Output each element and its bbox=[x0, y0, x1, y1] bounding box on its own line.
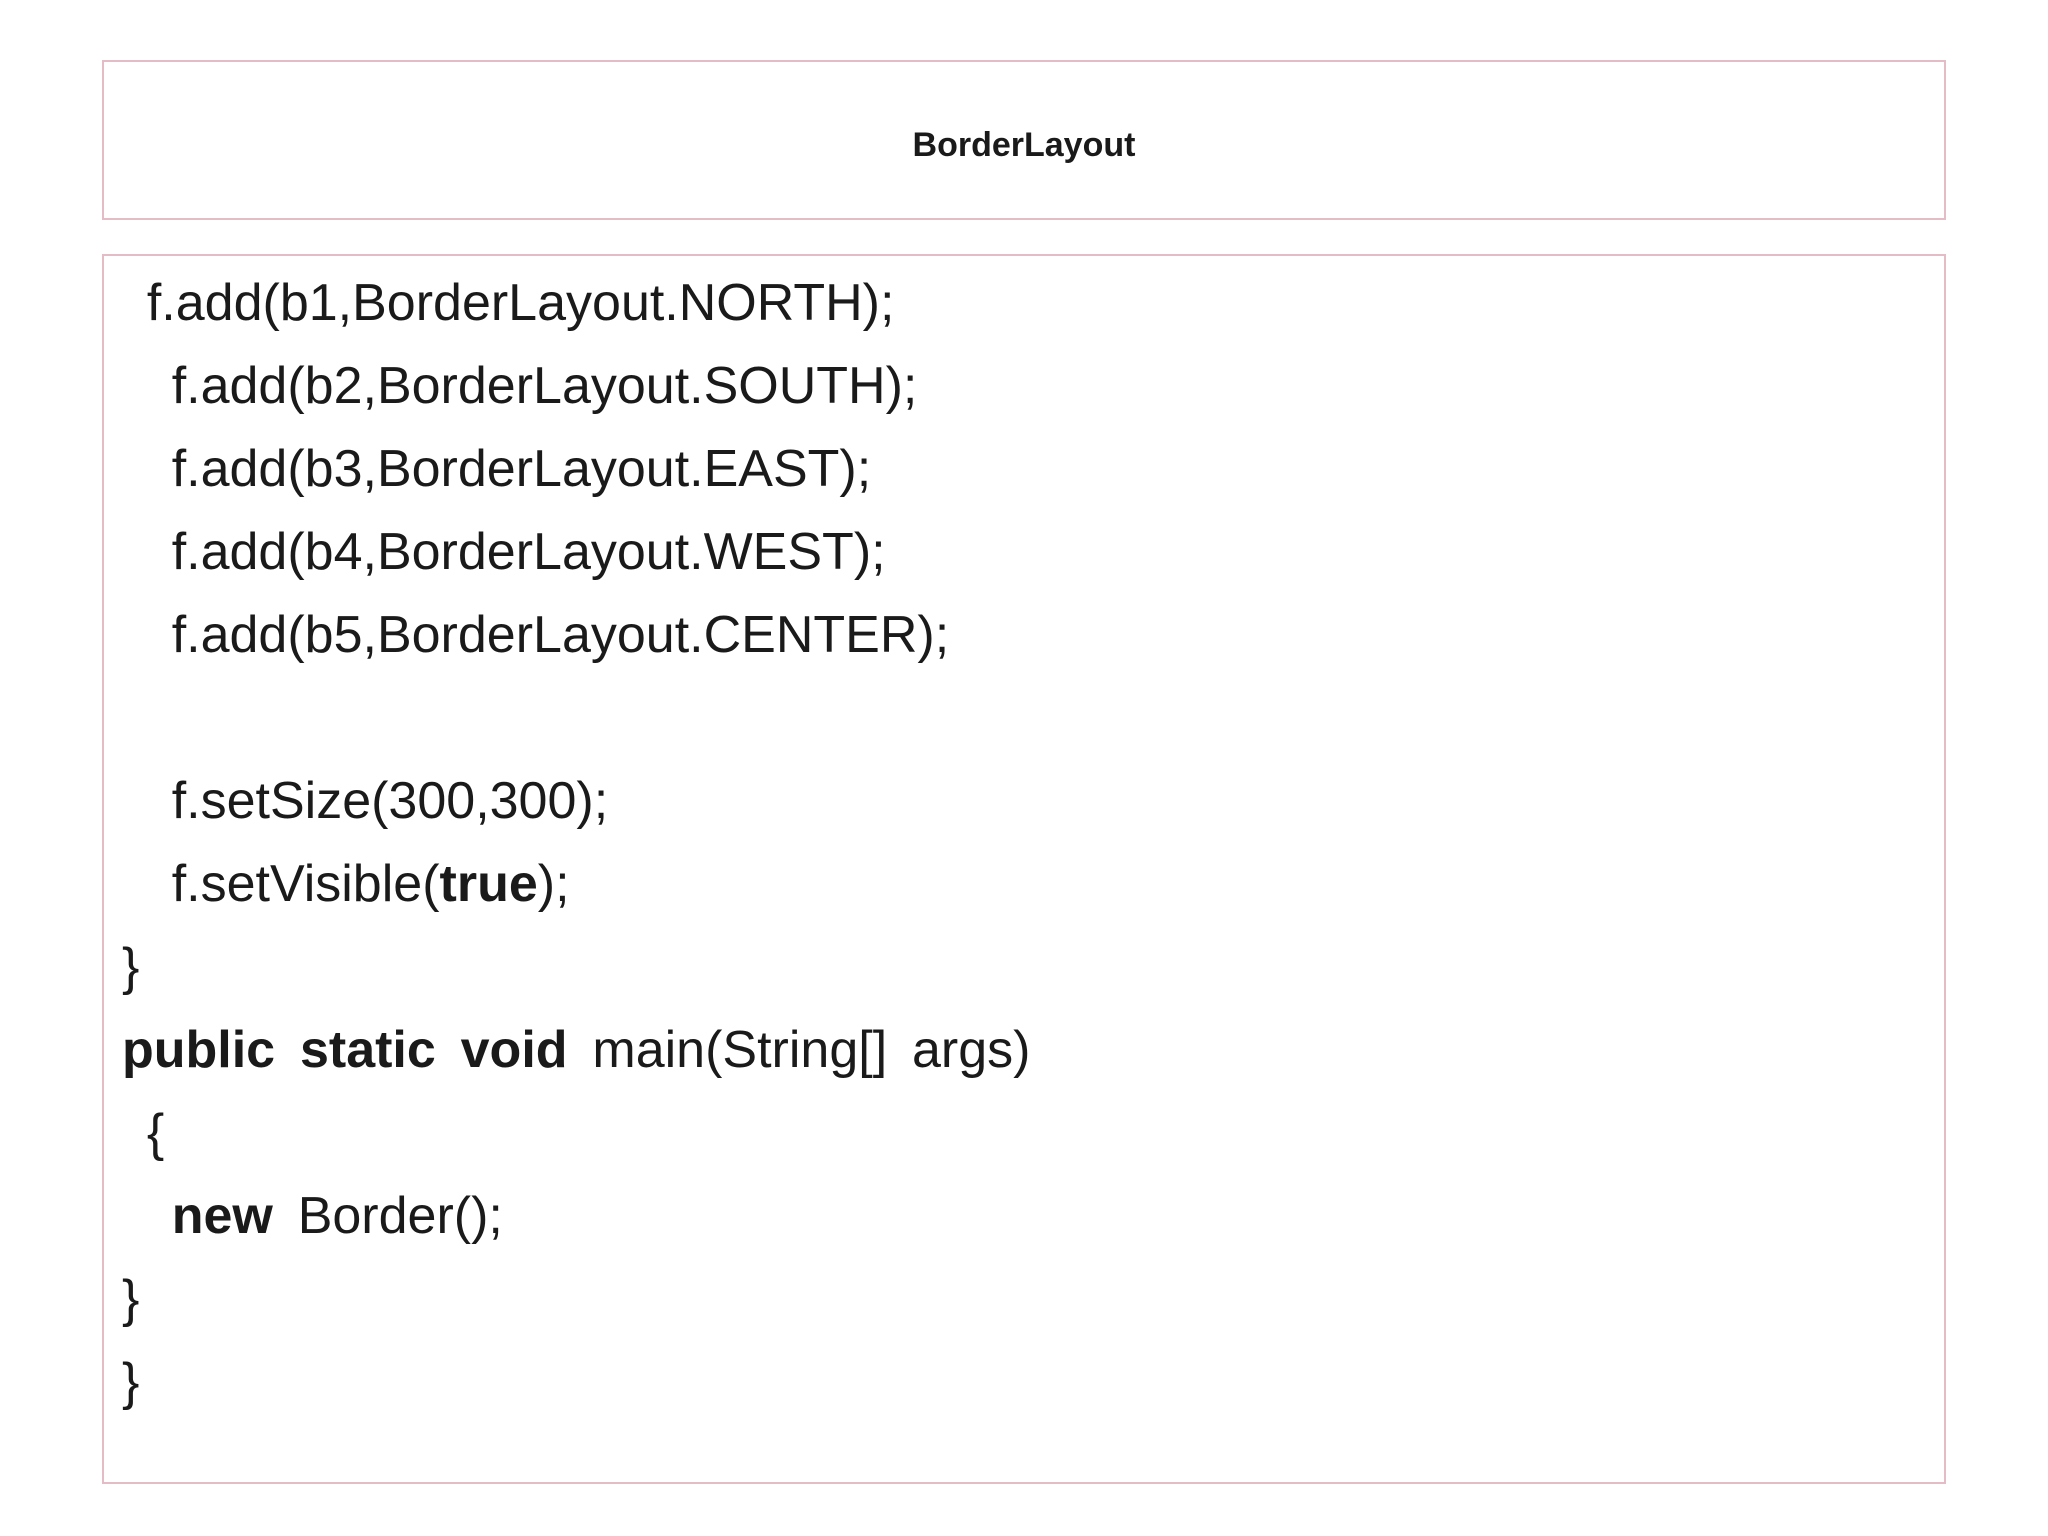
code-block: f.add(b1,BorderLayout.NORTH); f.add(b2,B… bbox=[122, 262, 1934, 1424]
code-segment: } bbox=[122, 938, 140, 996]
code-segment: f.setSize(300,300); bbox=[122, 772, 609, 830]
code-line: f.setVisible(true); bbox=[122, 843, 1934, 926]
code-segment: main(String[] args) bbox=[567, 1021, 1031, 1079]
code-segment: Border(); bbox=[272, 1187, 503, 1245]
code-segment: } bbox=[122, 1270, 140, 1328]
slide-title: BorderLayout bbox=[912, 125, 1136, 164]
code-segment-bold: new bbox=[171, 1187, 273, 1245]
code-segment-bold: public static void bbox=[122, 1021, 568, 1079]
code-segment: f.add(b4,BorderLayout.WEST); bbox=[122, 523, 886, 581]
code-segment: f.setVisible( bbox=[122, 855, 440, 913]
code-segment-bold: true bbox=[439, 855, 538, 913]
code-segment: f.add(b1,BorderLayout.NORTH); bbox=[122, 274, 895, 332]
code-line: } bbox=[122, 926, 1934, 1009]
code-line: f.setSize(300,300); bbox=[122, 760, 1934, 843]
code-panel: f.add(b1,BorderLayout.NORTH); f.add(b2,B… bbox=[102, 254, 1946, 1484]
code-segment: { bbox=[122, 1104, 165, 1162]
code-segment: ); bbox=[537, 855, 570, 913]
code-segment: f.add(b2,BorderLayout.SOUTH); bbox=[122, 357, 918, 415]
code-line: f.add(b1,BorderLayout.NORTH); bbox=[122, 262, 1934, 345]
code-line: f.add(b3,BorderLayout.EAST); bbox=[122, 428, 1934, 511]
code-line: } bbox=[122, 1258, 1934, 1341]
code-segment bbox=[122, 1187, 172, 1245]
code-line: f.add(b5,BorderLayout.CENTER); bbox=[122, 594, 1934, 677]
code-line: f.add(b2,BorderLayout.SOUTH); bbox=[122, 345, 1934, 428]
code-line: { bbox=[122, 1092, 1934, 1175]
code-line: f.add(b4,BorderLayout.WEST); bbox=[122, 511, 1934, 594]
code-segment: } bbox=[122, 1353, 140, 1411]
code-line: new Border(); bbox=[122, 1175, 1934, 1258]
code-segment: f.add(b3,BorderLayout.EAST); bbox=[122, 440, 872, 498]
code-line bbox=[122, 677, 1934, 760]
code-segment: f.add(b5,BorderLayout.CENTER); bbox=[122, 606, 950, 664]
code-line: } bbox=[122, 1341, 1934, 1424]
title-panel: BorderLayout bbox=[102, 60, 1946, 220]
code-line: public static void main(String[] args) bbox=[122, 1009, 1934, 1092]
